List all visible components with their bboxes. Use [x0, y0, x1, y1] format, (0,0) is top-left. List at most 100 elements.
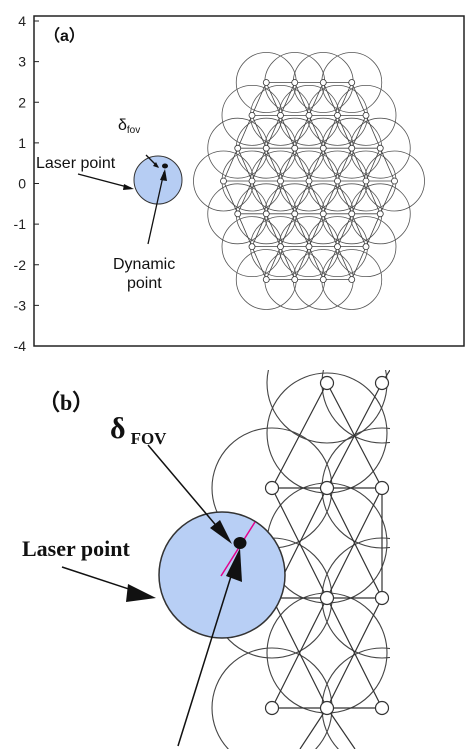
y-tick-label: 3	[18, 54, 26, 70]
lattice-edge	[280, 148, 296, 182]
lattice-edge	[351, 180, 367, 214]
lattice-node	[262, 210, 270, 218]
dynamic-point-label-1: Dynamic	[113, 256, 175, 273]
zoomed-lattice-node	[319, 375, 335, 391]
lattice-node	[220, 177, 227, 185]
lattice-edge	[251, 213, 267, 247]
zoomed-lattice-edge	[326, 707, 356, 749]
lattice-node	[291, 144, 299, 152]
lattice-edge	[294, 246, 310, 280]
zoomed-lattice-node	[319, 480, 335, 496]
panel-a-tag: （a）	[44, 27, 85, 45]
zoomed-lattice-node	[264, 700, 280, 716]
lattice-edge	[365, 115, 381, 149]
zoomed-lattice-node	[264, 480, 280, 496]
zoomed-laser-point-label: Laser point	[22, 536, 130, 561]
y-tick-label: -1	[14, 216, 27, 232]
lattice-node	[262, 144, 270, 152]
lattice-edge	[308, 148, 324, 182]
lattice-node	[348, 276, 356, 283]
lattice-node	[319, 144, 327, 152]
lattice-node	[248, 111, 256, 119]
zoomed-lattice-node	[374, 590, 390, 606]
zoomed-coverage-circle	[266, 372, 388, 494]
lattice-edge	[322, 180, 338, 214]
lattice-edge	[265, 180, 281, 214]
lattice-edge	[308, 180, 324, 214]
lattice-edge	[337, 180, 353, 214]
dynamic-arrow-line	[147, 171, 165, 245]
lattice-edge	[280, 82, 296, 116]
y-tick-label: 4	[18, 13, 26, 29]
lattice-node	[277, 177, 284, 185]
panel-b-tag: （b）	[38, 390, 94, 415]
lattice-edge	[280, 246, 296, 280]
zoomed-lattice-node	[374, 480, 390, 496]
zoomed-lattice-edge	[326, 487, 383, 599]
zoomed-lattice-node	[374, 700, 390, 716]
lattice-node	[376, 210, 384, 218]
lattice-edge	[237, 180, 253, 214]
zoomed-lattice-edge	[271, 597, 328, 709]
dynamic-point-label-2: point	[127, 275, 162, 292]
delta-arrow-head	[153, 162, 159, 168]
lattice-node	[362, 243, 370, 251]
lattice-node	[362, 111, 370, 119]
zoomed-delta-arrow-line	[147, 444, 226, 537]
lattice-edge	[223, 180, 239, 214]
lattice-edge	[251, 82, 267, 116]
lattice-edge	[280, 115, 296, 149]
lattice-node	[319, 79, 327, 86]
lattice-edge	[308, 82, 324, 116]
lattice-edge	[337, 115, 353, 149]
fov-offset-line	[220, 521, 256, 577]
lattice-node	[376, 144, 384, 152]
lattice-node	[262, 276, 270, 283]
lattice-edge	[322, 213, 338, 247]
dynamic-point-dot	[162, 163, 168, 169]
lattice-node	[348, 144, 356, 152]
lattice-node	[277, 243, 284, 251]
lattice-node	[262, 79, 270, 86]
zoomed-delta-arrow-head	[210, 520, 232, 544]
lattice-edge	[308, 213, 324, 247]
lattice-edge	[322, 148, 338, 182]
lattice-edge	[308, 246, 324, 280]
y-tick-label: 1	[18, 135, 26, 151]
zoomed-coverage-circle	[266, 592, 388, 714]
lattice-node	[248, 177, 256, 185]
lattice-edge	[379, 180, 395, 214]
lattice-node	[305, 243, 313, 251]
lattice-edge	[337, 246, 353, 280]
lattice-edge	[322, 246, 338, 280]
zoomed-lattice-node	[319, 700, 335, 716]
lattice-edge	[337, 82, 353, 116]
lattice-edge	[294, 180, 310, 214]
lattice-node	[305, 177, 313, 185]
zoomed-lattice-edge	[326, 597, 383, 709]
zoomed-lattice-edge	[299, 707, 328, 749]
zoomed-lattice-node	[319, 590, 335, 606]
lattice-edge	[251, 115, 267, 149]
lattice-node	[319, 210, 327, 218]
hex-circle-lattice	[193, 52, 425, 310]
y-tick-label: -4	[14, 338, 27, 354]
delta-fov-label: δfov	[118, 117, 140, 136]
laser-point-circle	[133, 155, 183, 205]
lattice-edge	[294, 213, 310, 247]
lattice-node	[334, 243, 341, 251]
lattice-edge	[337, 213, 353, 247]
lattice-edge	[251, 246, 267, 280]
lattice-edge	[365, 180, 381, 214]
lattice-node	[234, 144, 242, 152]
y-tick-label: -3	[14, 297, 27, 313]
lattice-edge	[365, 213, 381, 247]
y-tick-label: 2	[18, 94, 26, 110]
lattice-node	[277, 111, 284, 119]
lattice-edge	[251, 180, 267, 214]
lattice-edge	[351, 148, 367, 182]
